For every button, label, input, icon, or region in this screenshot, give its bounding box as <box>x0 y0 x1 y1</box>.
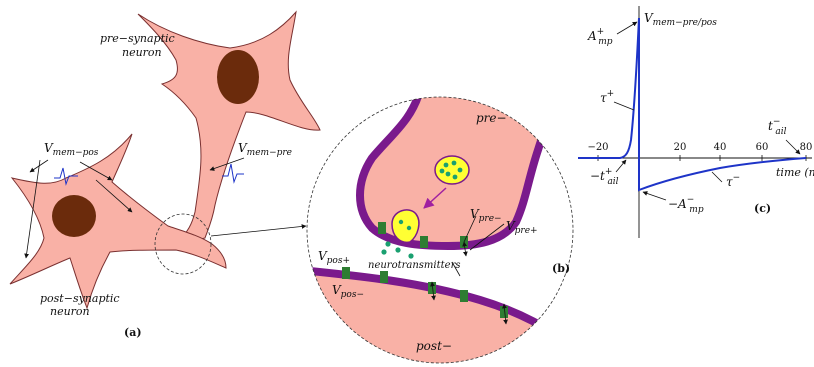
stdp-curve-negative <box>639 18 806 190</box>
x-tick-label: 20 <box>674 142 687 153</box>
fusing-vesicle <box>392 210 419 242</box>
t-tail-minus-label: t−ail <box>768 117 787 137</box>
panel-a: pre−synaptic neuron post−synaptic neuron… <box>10 12 320 339</box>
pre-synaptic-label-line1: pre−synaptic <box>100 32 175 45</box>
pre-synaptic-label-line2: neuron <box>122 46 162 59</box>
vesicle-dot <box>453 175 458 180</box>
vesicle-dot <box>452 161 457 166</box>
pre-synaptic-nucleus <box>217 50 259 104</box>
vesicle-dot <box>446 172 451 177</box>
post-region-label: post− <box>416 339 452 353</box>
x-tick-label: 40 <box>714 142 727 153</box>
x-tick-label: 80 <box>800 142 813 153</box>
vesicle-dot <box>458 168 463 173</box>
panel-c: −20 20 40 60 80 Vmem−pre/pos time (m A+mp τ+… <box>578 6 814 238</box>
neurotransmitter <box>395 247 400 252</box>
v-mem-pos-label: Vmem−pos <box>44 141 99 158</box>
panel-b-tag: (b) <box>552 262 570 275</box>
t-tail-plus-pointer <box>616 160 626 172</box>
vesicle-dot <box>444 163 449 168</box>
post-ion-channel <box>460 290 468 302</box>
electrode-arrow <box>30 160 48 172</box>
a-plus-label: A+mp <box>587 27 613 47</box>
post-synaptic-label-line1: post−synaptic <box>40 292 120 305</box>
v-mem-pre-label: Vmem−pre <box>238 141 292 158</box>
tau-plus-pointer <box>614 102 634 110</box>
a-plus-pointer <box>617 22 637 34</box>
tau-plus-label: τ+ <box>600 89 614 105</box>
post-synaptic-nucleus <box>52 195 96 237</box>
neurotransmitter <box>408 253 413 258</box>
post-ion-channel <box>342 267 350 279</box>
y-axis-label: Vmem−pre/pos <box>644 11 717 28</box>
vesicle-dot <box>399 220 403 224</box>
tau-minus-label: τ− <box>726 173 740 189</box>
pre-ion-channel <box>378 222 386 234</box>
neurotransmitters-label: neurotransmitters <box>368 260 460 271</box>
panel-a-tag: (a) <box>124 326 142 339</box>
zoom-connector <box>211 226 306 236</box>
tau-minus-pointer <box>712 172 722 182</box>
panel-b: pre− post− Vpre− Vpre+ Vpos+ Vpos− neuro… <box>300 80 590 367</box>
vesicle-dot <box>407 226 411 230</box>
x-axis-label: time (m <box>776 166 814 179</box>
x-tick-label: −20 <box>587 142 608 153</box>
panel-c-tag: (c) <box>754 202 771 215</box>
neurotransmitter <box>381 249 386 254</box>
post-synaptic-label-line2: neuron <box>50 305 90 318</box>
pre-synaptic-neuron-body <box>138 12 320 241</box>
t-tail-plus-label: −t+ail <box>590 167 619 187</box>
t-tail-minus-pointer <box>786 140 800 154</box>
x-tick-label: 60 <box>756 142 769 153</box>
pre-region-label: pre− <box>476 111 507 125</box>
neurotransmitter <box>385 241 390 246</box>
a-minus-pointer <box>643 192 666 200</box>
a-minus-label: −A−mp <box>668 195 704 215</box>
vesicle-dot <box>440 169 445 174</box>
pre-ion-channel <box>420 236 428 248</box>
post-ion-channel <box>380 271 388 283</box>
